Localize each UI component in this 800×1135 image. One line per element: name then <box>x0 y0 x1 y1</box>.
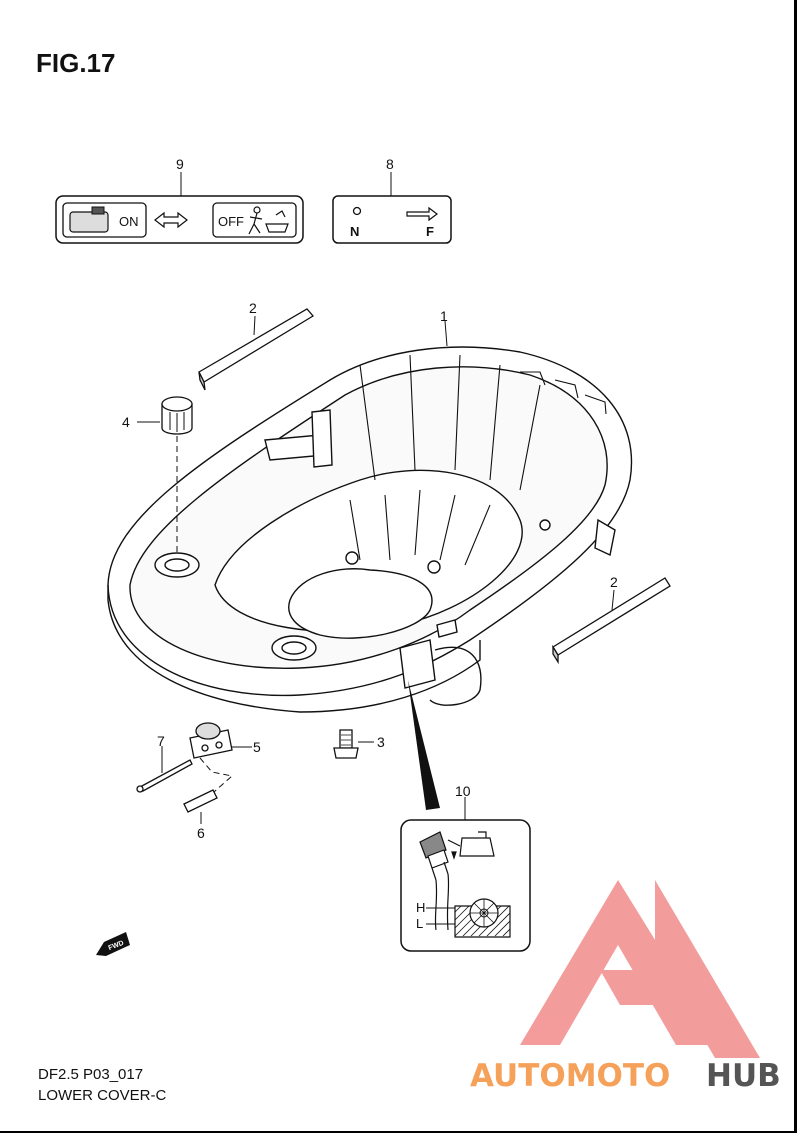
person-icon <box>248 206 289 235</box>
clamp <box>189 722 233 759</box>
watermark-text-b: HUB <box>706 1058 781 1094</box>
callout-6: 6 <box>197 825 205 841</box>
callout-4: 4 <box>122 414 130 430</box>
callout-2-right: 2 <box>610 574 618 590</box>
plug-cap <box>161 396 193 435</box>
footer-code: DF2.5 P03_017 <box>38 1066 144 1083</box>
decal-on-label: ON <box>119 214 139 229</box>
callout-1: 1 <box>440 308 448 324</box>
callout-9: 9 <box>176 156 184 172</box>
oil-high-label: H <box>416 900 425 915</box>
callout-pointer-10 <box>408 680 440 810</box>
footer-name: LOWER COVER-C <box>38 1087 167 1104</box>
callout-7: 7 <box>157 733 165 749</box>
callout-10: 10 <box>455 783 471 799</box>
decal-f-label: F <box>426 224 434 239</box>
decal-oil-level: H L <box>400 819 531 952</box>
decal-off-label: OFF <box>218 214 244 229</box>
figure-title: FIG.17 <box>36 48 116 78</box>
callout-3: 3 <box>377 734 385 750</box>
decal-n-label: N <box>350 224 359 239</box>
decal-choke-on-off: ON OFF <box>55 172 304 244</box>
trim-strip-right <box>552 577 671 665</box>
oil-cap-icon <box>419 831 450 931</box>
callout-2-upper: 2 <box>249 300 257 316</box>
oil-low-label: L <box>416 916 423 931</box>
arrow-right-icon <box>406 206 438 222</box>
oil-can-icon <box>447 831 495 860</box>
decal-neutral-forward: N F <box>332 172 452 244</box>
watermark-logo <box>520 880 760 1058</box>
split-pin <box>136 759 193 793</box>
dowel-pin <box>183 789 218 813</box>
watermark-text-a: AUTOMOTO <box>470 1058 670 1094</box>
lower-cover <box>107 346 633 713</box>
callout-8: 8 <box>386 156 394 172</box>
bolt <box>333 729 359 759</box>
callout-5: 5 <box>253 739 261 755</box>
trim-strip-upper <box>198 308 314 391</box>
fwd-arrow-icon: FWD <box>96 932 130 956</box>
double-arrow-icon <box>154 211 188 229</box>
